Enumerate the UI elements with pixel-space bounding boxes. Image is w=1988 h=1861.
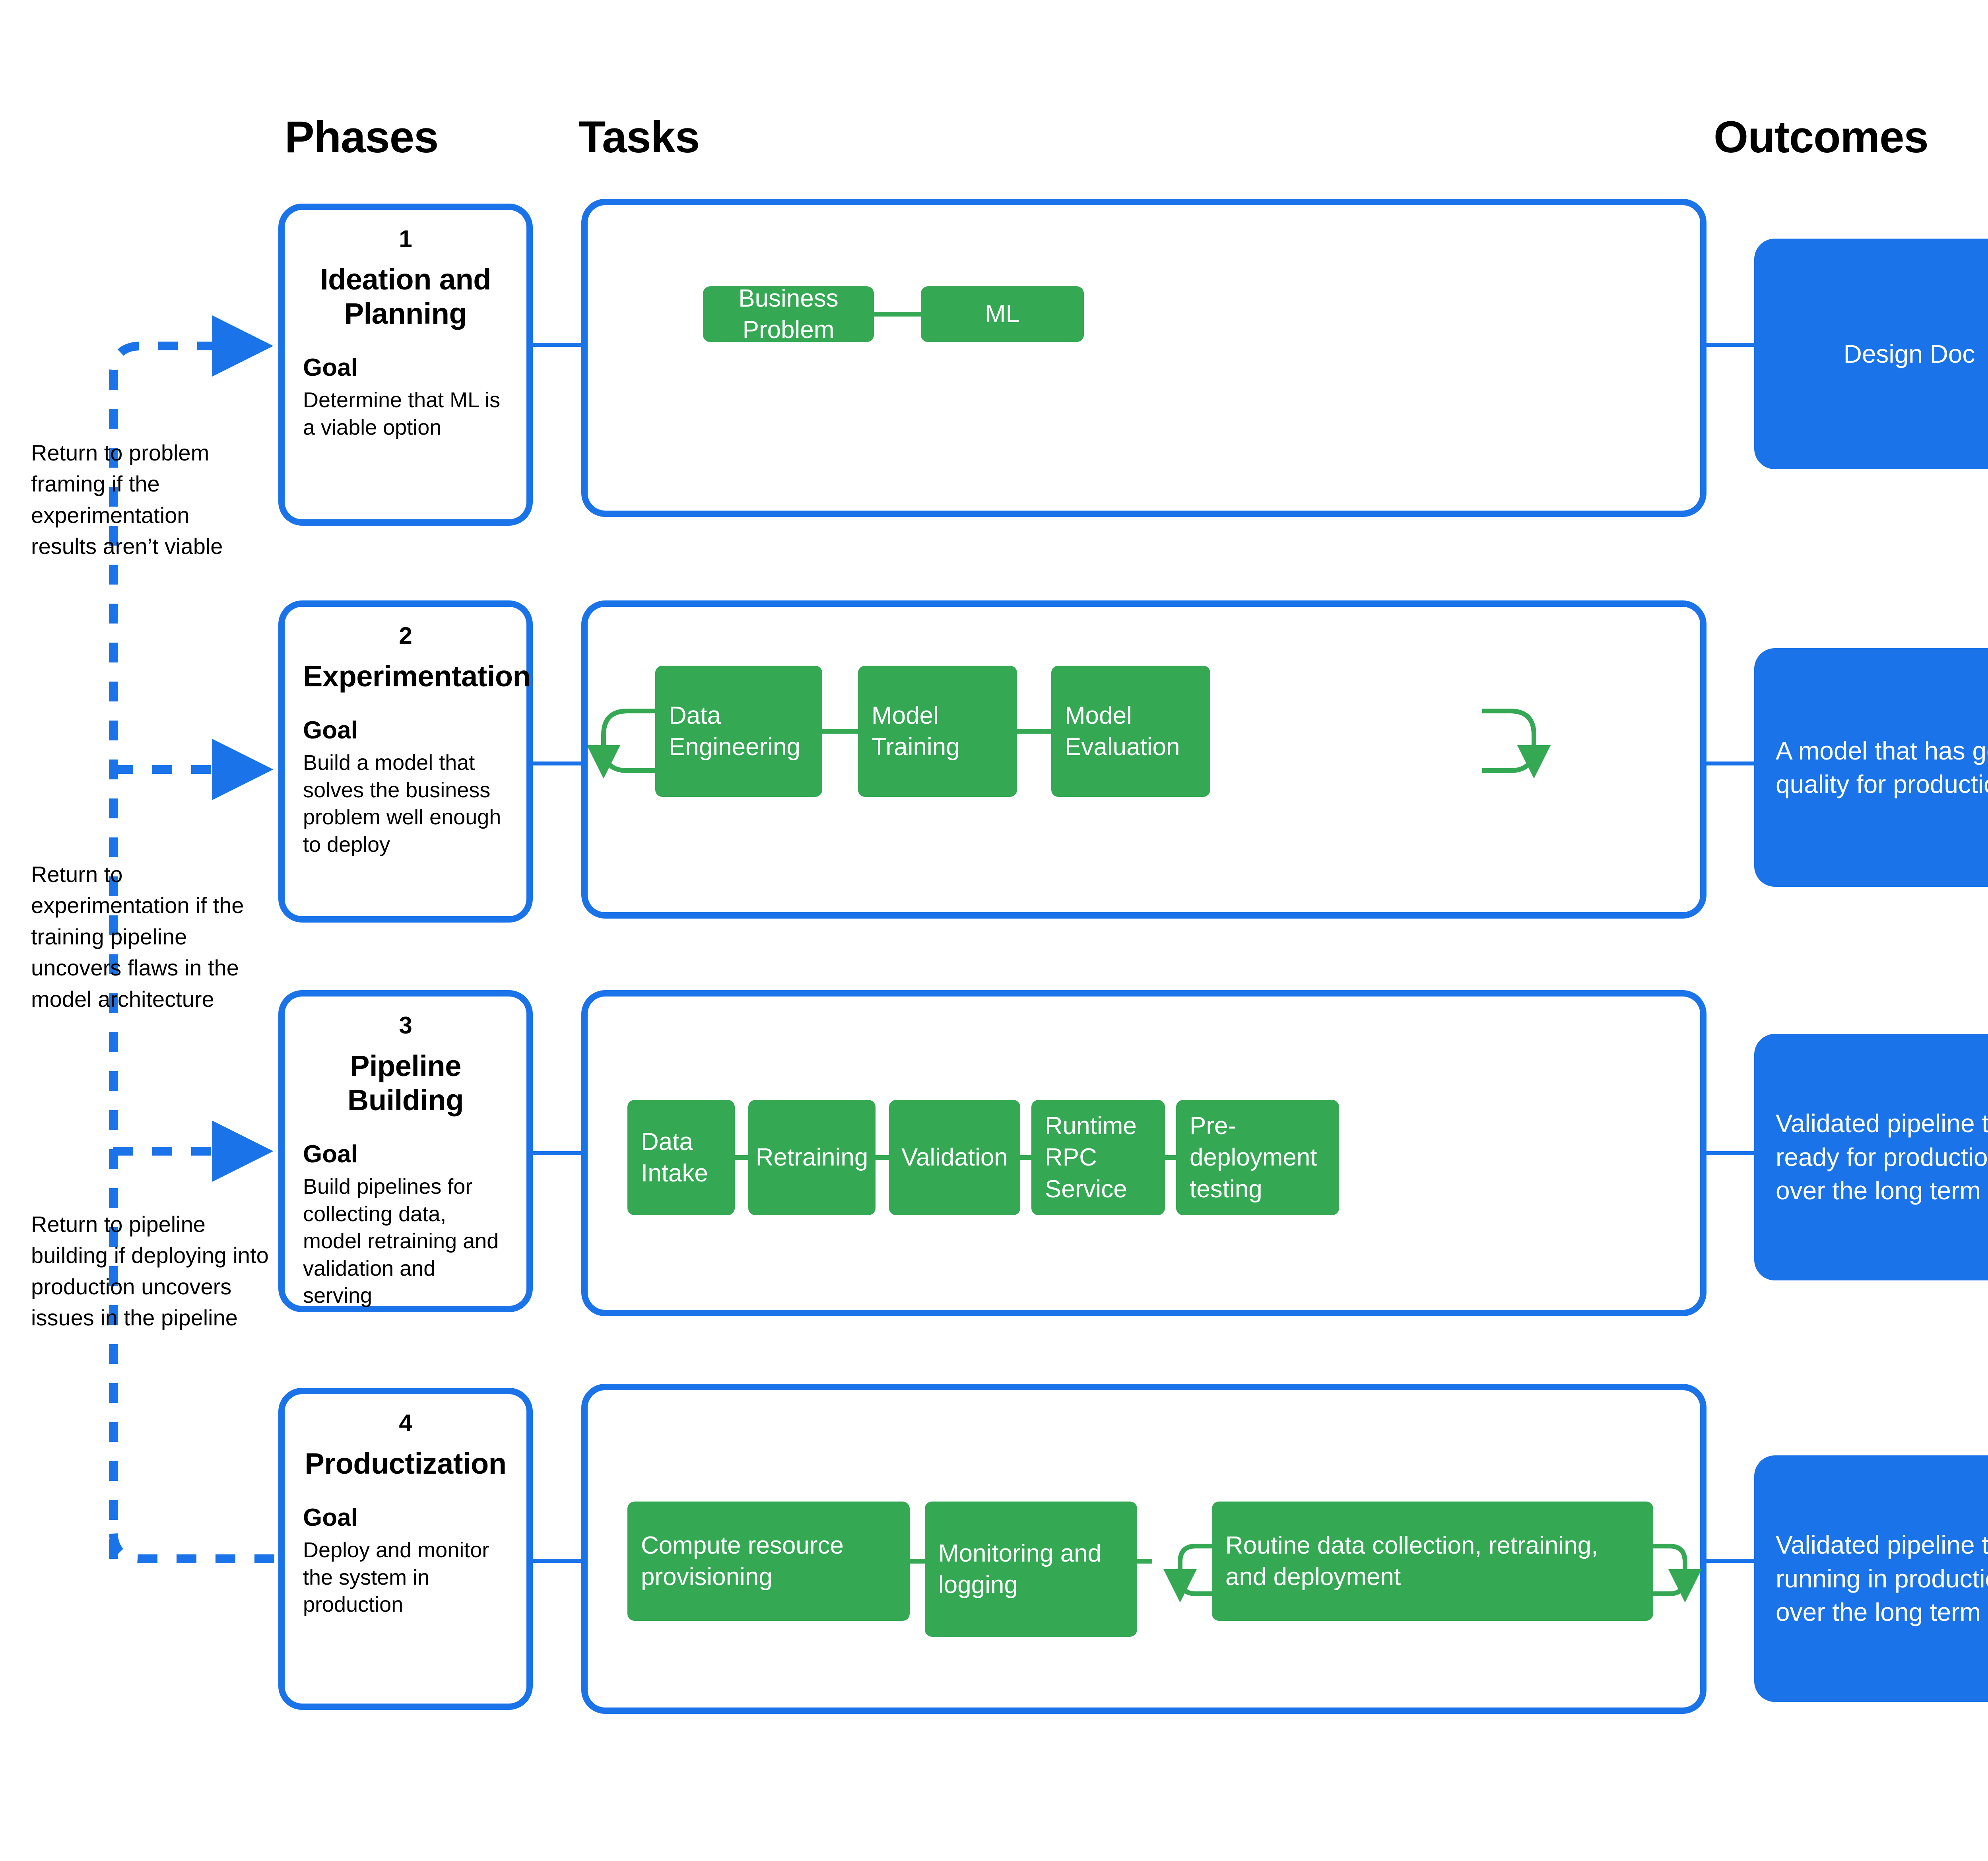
tasks-panel-3: Data Intake Retraining Validation Runtim… (581, 990, 1706, 1316)
task-connector-3a (735, 1155, 748, 1160)
connector-phase2-tasks (533, 761, 584, 765)
task-connector-3b (876, 1155, 889, 1160)
tasks-panel-4: Compute resource provisioning Monitoring… (581, 1384, 1706, 1714)
goal-label-1: Goal (303, 354, 358, 381)
phase-goal-4: Goal Deploy and monitor the system in pr… (303, 1503, 508, 1618)
task-connector-1a (874, 312, 921, 317)
task-box-data-engineering[interactable]: Data Engineering (655, 666, 822, 797)
phase-goal-1: Goal Determine that ML is a viable optio… (303, 353, 508, 441)
task-connector-2a (822, 729, 858, 734)
phase-number-1: 1 (399, 225, 412, 252)
phase-number-2: 2 (399, 622, 412, 649)
task-box-business-problem[interactable]: Business Problem (703, 285, 874, 344)
outcome-box-validated-pipeline-running[interactable]: Validated pipeline that’s running in pro… (1754, 1455, 1988, 1702)
column-header-tasks: Tasks (579, 112, 700, 162)
task-box-compute-resource-provisioning[interactable]: Compute resource provisioning (627, 1502, 910, 1621)
phase-title-1: Ideation and Planning (320, 263, 491, 330)
tasks-panel-2: Data Engineering Model Training Model Ev… (581, 600, 1706, 919)
task-connector-3d (1165, 1155, 1176, 1160)
phase-title-2: Experimentation (303, 660, 531, 693)
task-connector-3c (1020, 1155, 1031, 1160)
annotation-return-to-experimentation: Return to experimentation if the trainin… (31, 862, 244, 1012)
phase-title-3: Pipeline Building (348, 1049, 464, 1117)
task-box-monitoring-and-logging[interactable]: Monitoring and logging (925, 1502, 1137, 1637)
connector-tasks3-outcome (1706, 1151, 1756, 1155)
feedback-path-from-productization (109, 1531, 274, 1563)
phase-card-2[interactable]: 2 Experimentation Goal Build a model tha… (278, 600, 533, 923)
connector-phase4-tasks (533, 1559, 584, 1563)
experimentation-loop-arrows (588, 709, 1551, 779)
column-header-outcomes: Outcomes (1714, 112, 1929, 162)
phase-card-1[interactable]: 1 Ideation and Planning Goal Determine t… (278, 204, 533, 526)
tasks-panel-1: Business Problem ML (581, 199, 1706, 517)
annotation-return-to-problem-framing: Return to problem framing if the experim… (31, 440, 223, 559)
task-box-routine-data-collection[interactable]: Routine data collection, retraining, and… (1212, 1502, 1653, 1621)
phase-card-3[interactable]: 3 Pipeline Building Goal Build pipelines… (278, 990, 533, 1312)
goal-label-2: Goal (303, 716, 358, 744)
task-box-runtime-rpc-service[interactable]: Runtime RPC Service (1031, 1100, 1165, 1215)
phase-number-4: 4 (399, 1410, 412, 1436)
outcome-box-validated-pipeline-ready[interactable]: Validated pipeline that’s ready for prod… (1754, 1034, 1988, 1280)
connector-phase1-tasks (533, 343, 584, 347)
goal-text-2: Build a model that solves the business p… (303, 751, 501, 857)
task-connector-4b (1137, 1559, 1152, 1564)
goal-text-3: Build pipelines for collecting data, mod… (303, 1175, 499, 1308)
goal-label-4: Goal (303, 1504, 358, 1531)
task-box-model-evaluation[interactable]: Model Evaluation (1051, 666, 1210, 797)
phase-goal-3: Goal Build pipelines for collecting data… (303, 1140, 508, 1309)
annotation-return-to-pipeline-building: Return to pipeline building if deploying… (31, 1212, 269, 1331)
connector-tasks2-outcome (1706, 761, 1756, 765)
task-box-data-intake[interactable]: Data Intake (627, 1100, 735, 1215)
outcome-box-good-quality-model[interactable]: A model that has good quality for produc… (1754, 648, 1988, 887)
connector-tasks1-outcome (1706, 343, 1756, 347)
task-box-validation[interactable]: Validation (889, 1100, 1020, 1215)
goal-text-1: Determine that ML is a viable option (303, 388, 501, 439)
phase-title-4: Productization (305, 1447, 507, 1480)
task-box-model-training[interactable]: Model Training (858, 666, 1017, 797)
column-header-phases: Phases (285, 112, 439, 162)
productization-loop-arrows (1163, 1544, 1702, 1603)
goal-text-4: Deploy and monitor the system in product… (303, 1538, 489, 1617)
phase-goal-2: Goal Build a model that solves the busin… (303, 716, 508, 859)
outcome-box-design-doc[interactable]: Design Doc (1754, 239, 1988, 469)
task-box-retraining[interactable]: Retraining (748, 1100, 876, 1215)
task-box-ml[interactable]: ML (921, 286, 1084, 342)
phase-card-4[interactable]: 4 Productization Goal Deploy and monitor… (278, 1388, 533, 1710)
task-box-pre-deployment-testing[interactable]: Pre-deployment testing (1176, 1100, 1339, 1215)
phase-number-3: 3 (399, 1012, 412, 1039)
connector-phase3-tasks (533, 1151, 584, 1155)
connector-tasks4-outcome (1706, 1559, 1756, 1563)
task-connector-4a (910, 1559, 925, 1564)
goal-label-3: Goal (303, 1140, 358, 1168)
task-connector-2b (1017, 729, 1051, 734)
